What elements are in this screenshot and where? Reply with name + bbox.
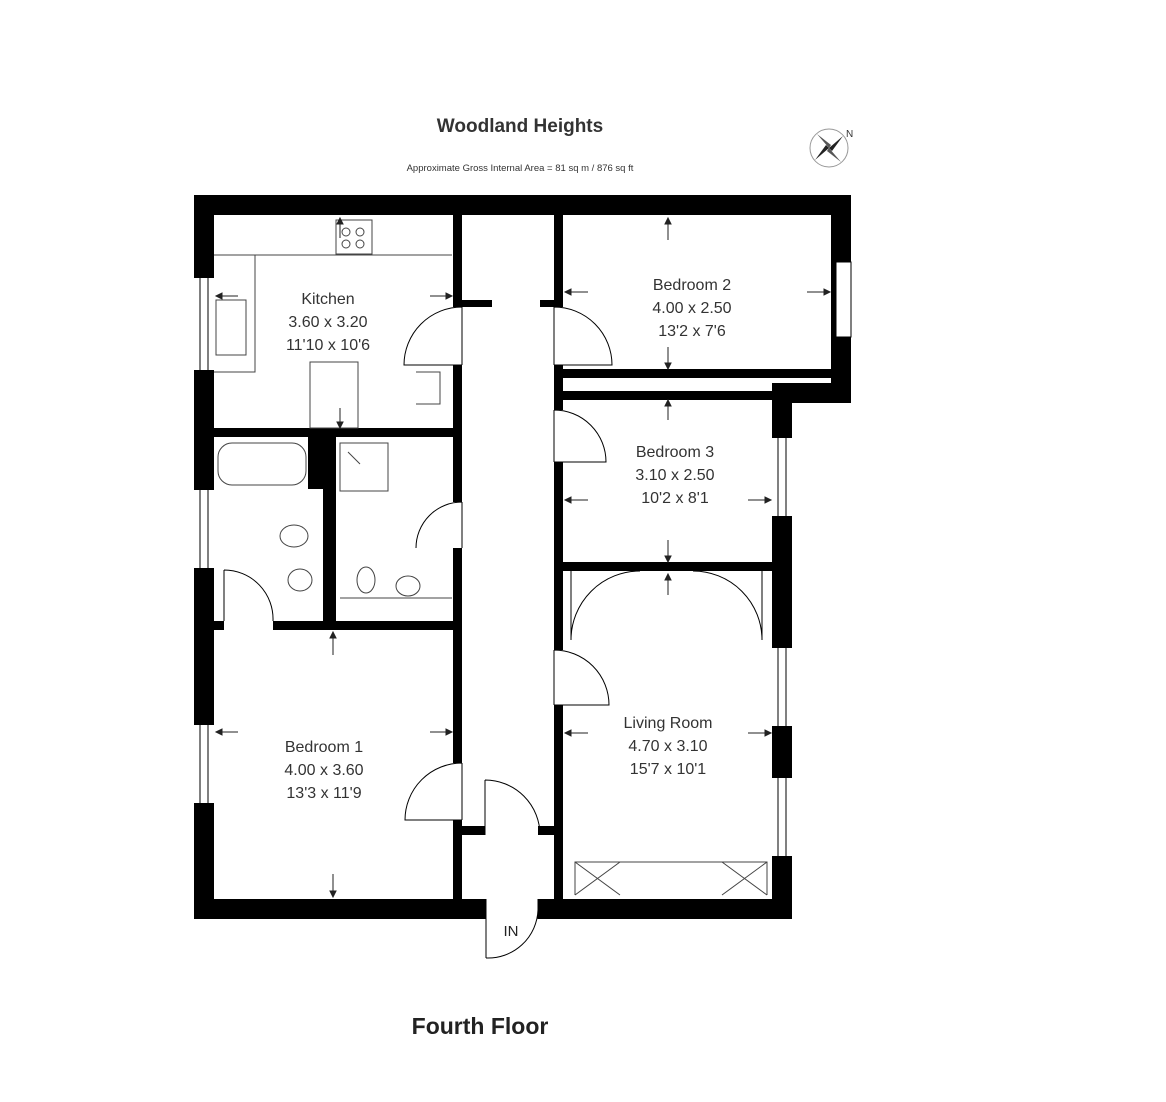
north-label: N	[846, 129, 854, 140]
room-label-living-room: Living Room 4.70 x 3.10 15'7 x 10'1	[588, 712, 748, 781]
room-name: Bedroom 3	[635, 444, 715, 461]
room-label-kitchen: Kitchen 3.60 x 3.20 11'10 x 10'6	[248, 288, 408, 357]
room-name: Bedroom 1	[284, 739, 364, 756]
room-label-bedroom-1: Bedroom 1 4.00 x 3.60 13'3 x 11'9	[244, 736, 404, 805]
room-metric: 3.10 x 2.50	[635, 467, 715, 484]
fixtures	[214, 219, 768, 896]
room-imperial: 11'10 x 10'6	[285, 337, 371, 354]
room-metric: 4.00 x 2.50	[652, 300, 732, 317]
room-imperial: 13'3 x 11'9	[286, 785, 362, 802]
entrance-label: IN	[503, 923, 519, 940]
plan-subtitle: Approximate Gross Internal Area = 81 sq …	[406, 163, 634, 174]
room-imperial: 10'2 x 8'1	[641, 490, 709, 507]
room-name: Bedroom 2	[652, 277, 732, 294]
compass-rose-icon	[809, 128, 849, 168]
room-metric: 4.70 x 3.10	[628, 738, 708, 755]
room-name: Kitchen	[301, 291, 355, 308]
room-metric: 3.60 x 3.20	[288, 314, 368, 331]
floor-label: Fourth Floor	[411, 1013, 549, 1039]
dimension-arrows	[214, 216, 832, 899]
windows	[194, 261, 852, 856]
room-name: Living Room	[623, 715, 713, 732]
plan-title: Woodland Heights	[436, 116, 604, 137]
doors	[223, 306, 763, 959]
room-metric: 4.00 x 3.60	[284, 762, 364, 779]
room-label-bedroom-3: Bedroom 3 3.10 x 2.50 10'2 x 8'1	[595, 441, 755, 510]
room-imperial: 15'7 x 10'1	[629, 761, 707, 778]
room-label-bedroom-2: Bedroom 2 4.00 x 2.50 13'2 x 7'6	[612, 274, 772, 343]
room-imperial: 13'2 x 7'6	[658, 323, 726, 340]
